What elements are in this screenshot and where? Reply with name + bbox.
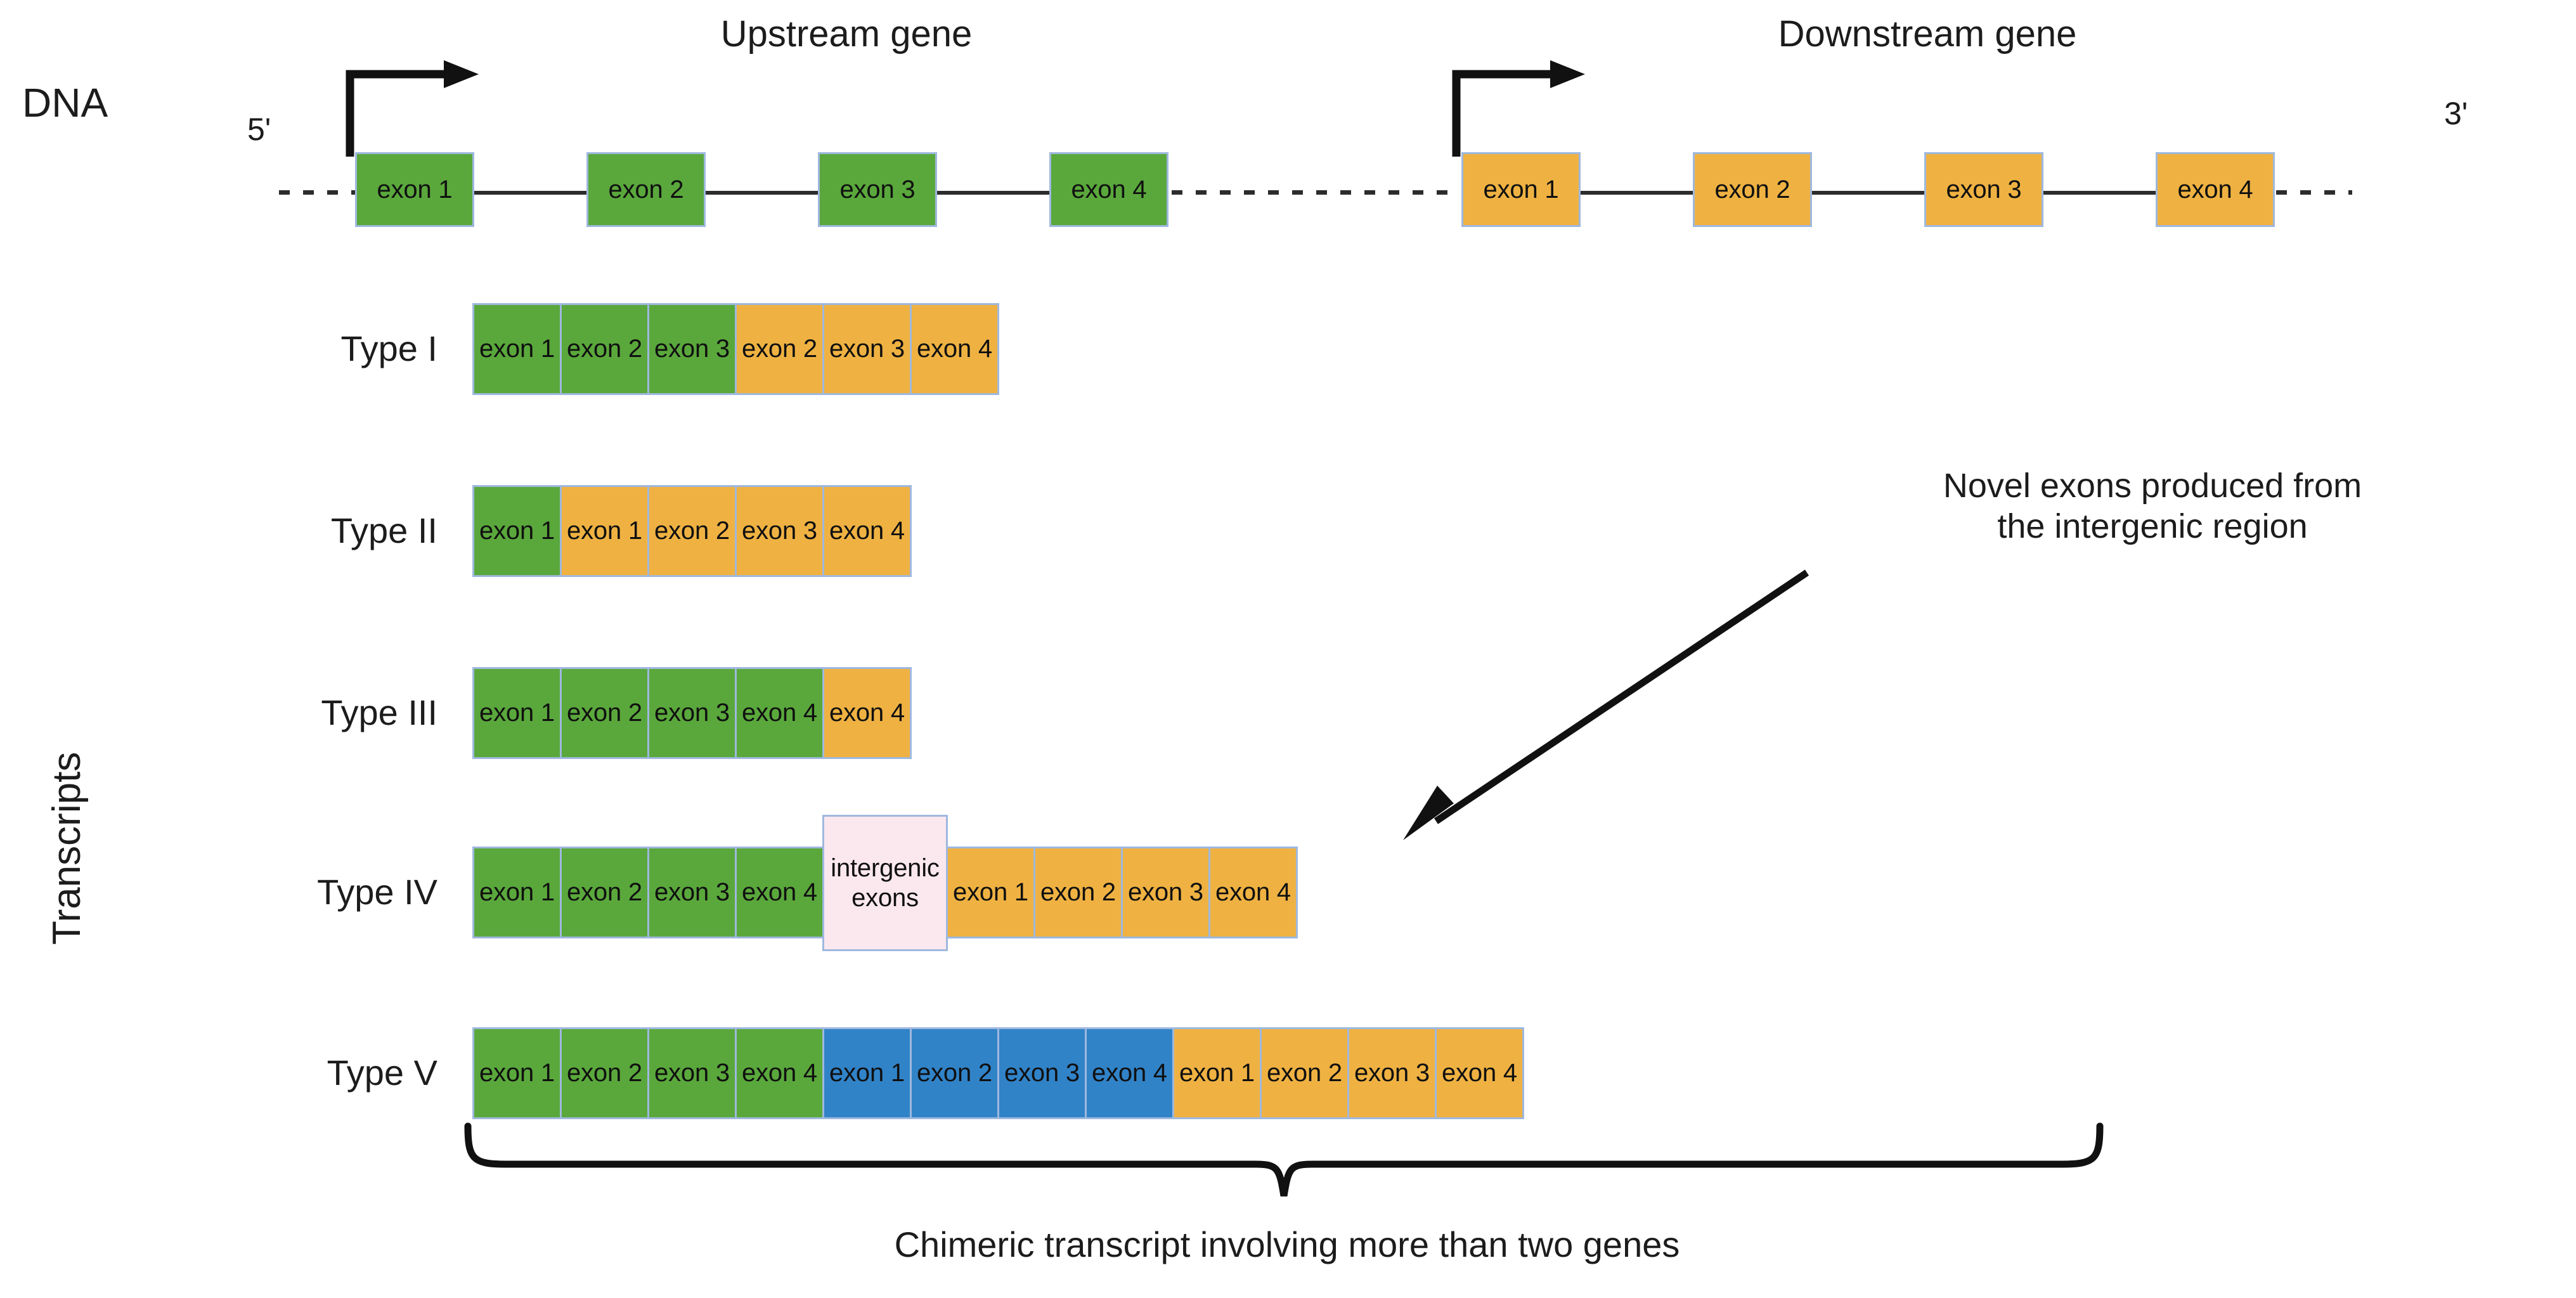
transcripts-axis-label: Transcripts: [45, 751, 89, 945]
transcript-2-segment-5: exon 4: [822, 485, 912, 577]
dna-downstream-exon-3: exon 3: [1924, 152, 2043, 227]
transcript-5-segment-12: exon 4: [1435, 1027, 1524, 1119]
transcript-5-segment-9: exon 1: [1172, 1027, 1262, 1119]
five-prime-label: 5': [247, 112, 271, 147]
dna-upstream-exon-4: exon 4: [1049, 152, 1168, 227]
transcript-1-segment-2: exon 2: [560, 303, 649, 395]
transcript-label-2: Type II: [330, 510, 437, 550]
dna-downstream-exon-4: exon 4: [2156, 152, 2275, 227]
transcript-2-segment-1: exon 1: [472, 485, 562, 577]
transcript-1-segment-3: exon 3: [647, 303, 737, 395]
transcript-5-segment-4: exon 4: [735, 1027, 824, 1119]
tss-arrow-upstream-icon: [342, 60, 488, 159]
transcript-1-segment-4: exon 2: [735, 303, 824, 395]
annotation-line-2: the intergenic region: [1997, 507, 2308, 545]
transcript-3-segment-4: exon 4: [735, 667, 824, 759]
downstream-gene-title: Downstream gene: [1778, 13, 2077, 55]
transcript-4-segment-1: exon 1: [472, 847, 562, 938]
annotation-arrow-icon: [1392, 568, 1810, 840]
dna-row-label: DNA: [22, 80, 108, 126]
transcript-4-segment-6: exon 1: [946, 847, 1035, 938]
transcript-5-segment-5: exon 1: [822, 1027, 912, 1119]
intron-downstream-1: [1581, 191, 1693, 195]
transcript-3-segment-2: exon 2: [560, 667, 649, 759]
transcript-4-segment-7: exon 2: [1033, 847, 1123, 938]
transcript-label-4: Type IV: [317, 871, 437, 912]
intron-downstream-2: [1812, 191, 1924, 195]
dna-downstream-exon-2: exon 2: [1693, 152, 1812, 227]
dna-dash-intergenic: [1172, 190, 1460, 195]
dna-dash-right: [2276, 190, 2352, 195]
transcript-5-segment-10: exon 2: [1260, 1027, 1349, 1119]
intron-downstream-3: [2043, 191, 2156, 195]
transcript-5-segment-1: exon 1: [472, 1027, 562, 1119]
annotation-line-1: Novel exons produced from: [1943, 467, 2362, 505]
transcript-1-segment-6: exon 4: [910, 303, 999, 395]
transcript-5-segment-2: exon 2: [560, 1027, 649, 1119]
transcript-3-segment-3: exon 3: [647, 667, 737, 759]
dna-dash-left: [279, 190, 356, 195]
transcript-3-segment-1: exon 1: [472, 667, 562, 759]
transcript-label-5: Type V: [327, 1052, 437, 1093]
transcript-1-segment-5: exon 3: [822, 303, 912, 395]
transcript-3-segment-5: exon 4: [822, 667, 912, 759]
intergenic-exons-text: exons: [851, 883, 919, 912]
dna-upstream-exon-3: exon 3: [818, 152, 937, 227]
transcript-2-segment-2: exon 1: [560, 485, 649, 577]
transcript-label-1: Type I: [340, 328, 437, 368]
transcript-4-segment-3: exon 3: [647, 847, 737, 938]
transcript-2-segment-4: exon 3: [735, 485, 824, 577]
transcript-1-segment-1: exon 1: [472, 303, 562, 395]
transcript-5-segment-11: exon 3: [1347, 1027, 1437, 1119]
chimeric-brace-icon: [463, 1122, 2105, 1200]
transcript-5-segment-8: exon 4: [1085, 1027, 1174, 1119]
intron-upstream-2: [706, 191, 818, 195]
chimeric-caption: Chimeric transcript involving more than …: [894, 1224, 1680, 1264]
transcript-5-segment-7: exon 3: [997, 1027, 1087, 1119]
transcript-4-segment-8: exon 3: [1121, 847, 1210, 938]
transcript-4-segment-4: exon 4: [735, 847, 824, 938]
novel-exons-annotation: Novel exons produced from the intergenic…: [1747, 466, 2558, 547]
transcript-4-segment-2: exon 2: [560, 847, 649, 938]
dna-upstream-exon-2: exon 2: [586, 152, 706, 227]
intergenic-exons-text: intergenic: [831, 854, 940, 883]
transcript-2-segment-3: exon 2: [647, 485, 737, 577]
tss-arrow-downstream-icon: [1449, 60, 1595, 159]
dna-downstream-exon-1: exon 1: [1461, 152, 1581, 227]
transcript-4-segment-9: exon 4: [1208, 847, 1298, 938]
intron-upstream-3: [937, 191, 1049, 195]
transcript-5-segment-3: exon 3: [647, 1027, 737, 1119]
intron-upstream-1: [474, 191, 586, 195]
three-prime-label: 3': [2444, 96, 2468, 131]
dna-upstream-exon-1: exon 1: [355, 152, 474, 227]
transcript-label-3: Type III: [321, 692, 437, 732]
transcript-5-segment-6: exon 2: [910, 1027, 999, 1119]
upstream-gene-title: Upstream gene: [720, 13, 973, 55]
